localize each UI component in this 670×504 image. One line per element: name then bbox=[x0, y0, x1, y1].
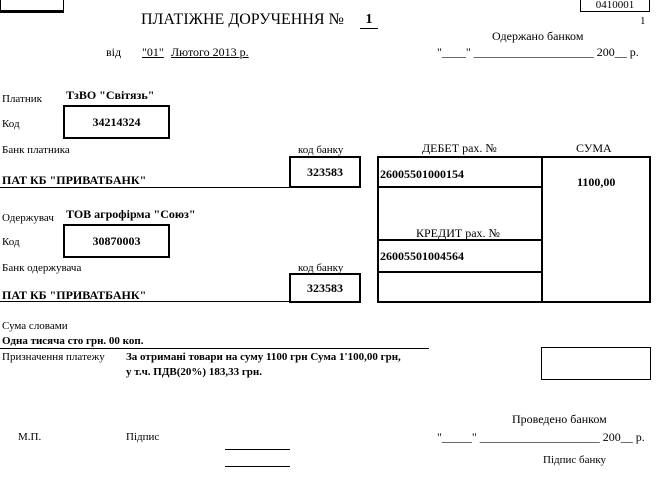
purpose-label: Призначення платежу bbox=[2, 351, 105, 363]
date-month-year: Лютого 2013 р. bbox=[171, 45, 249, 59]
bank-signature-label: Підпис банку bbox=[543, 454, 607, 466]
form-code: 0410001 bbox=[580, 0, 650, 12]
recipient-bank-code-box: 323583 bbox=[289, 273, 361, 303]
accounts-table bbox=[377, 156, 651, 303]
recipient-bank-underline bbox=[0, 301, 290, 302]
sum-column-divider bbox=[541, 156, 543, 303]
page-number: 1 bbox=[640, 15, 646, 27]
credit-account: 26005501004564 bbox=[380, 249, 464, 263]
processed-label: Проведено банком bbox=[512, 412, 607, 426]
corner-mark-inner bbox=[0, 0, 64, 11]
page-title: ПЛАТІЖНЕ ДОРУЧЕННЯ № bbox=[141, 11, 344, 28]
payer-bank-name: ПАТ КБ "ПРИВАТБАНК" bbox=[2, 173, 147, 187]
signature-label: Підпис bbox=[126, 431, 160, 443]
recipient-name: ТОВ агрофірма "Союз" bbox=[66, 207, 196, 221]
sum-label: СУМА bbox=[576, 141, 612, 155]
date-day: "01" bbox=[142, 45, 164, 59]
recipient-bank-code-label: код банку bbox=[298, 262, 344, 274]
payer-label: Платник bbox=[2, 93, 42, 105]
payer-bank-code: 323583 bbox=[307, 164, 343, 179]
payer-code-box: 34214324 bbox=[63, 105, 170, 139]
purpose-side-box bbox=[541, 347, 651, 380]
recipient-bank-name: ПАТ КБ "ПРИВАТБАНК" bbox=[2, 288, 147, 302]
recipient-code-label: Код bbox=[2, 236, 20, 248]
purpose-line-1: За отримані товари на суму 1100 грн Сума… bbox=[126, 351, 401, 363]
signature-line-1 bbox=[225, 449, 290, 450]
credit-row-bottom bbox=[377, 271, 542, 273]
debit-account: 26005501000154 bbox=[380, 167, 464, 181]
document-number: 1 bbox=[360, 12, 378, 29]
recipient-code: 30870003 bbox=[92, 233, 141, 248]
debit-label: ДЕБЕТ рах. № bbox=[422, 141, 497, 155]
words-underline bbox=[0, 348, 429, 349]
recipient-bank-label: Банк одержувача bbox=[2, 262, 82, 274]
stamp-label: М.П. bbox=[18, 431, 42, 443]
purpose-line-2: у т.ч. ПДВ(20%) 183,33 грн. bbox=[126, 366, 263, 378]
signature-line-2 bbox=[225, 466, 290, 467]
payer-code-label: Код bbox=[2, 118, 20, 130]
sum-value: 1100,00 bbox=[577, 175, 616, 189]
words-label: Сума словами bbox=[2, 320, 68, 332]
payer-bank-code-box: 323583 bbox=[289, 156, 361, 188]
processed-date: "_____" ____________________ 200__ р. bbox=[437, 430, 645, 444]
credit-label: КРЕДИТ рах. № bbox=[416, 226, 500, 240]
recipient-code-box: 30870003 bbox=[63, 224, 170, 258]
words-value: Одна тисяча сто грн. 00 коп. bbox=[2, 335, 144, 347]
payer-code: 34214324 bbox=[92, 114, 141, 129]
debit-row-divider bbox=[377, 186, 542, 188]
payer-bank-code-label: код банку bbox=[298, 144, 344, 156]
credit-row-top bbox=[377, 239, 542, 241]
payer-bank-underline bbox=[0, 187, 290, 188]
recipient-bank-code: 323583 bbox=[307, 280, 343, 295]
received-label: Одержано банком bbox=[492, 29, 584, 43]
received-date: "____" ____________________ 200__ р. bbox=[437, 45, 639, 59]
recipient-label: Одержувач bbox=[2, 212, 54, 224]
payer-bank-label: Банк платника bbox=[2, 144, 70, 156]
payer-name: ТзВО "Світязь" bbox=[66, 88, 155, 102]
date-label: від bbox=[106, 45, 122, 59]
